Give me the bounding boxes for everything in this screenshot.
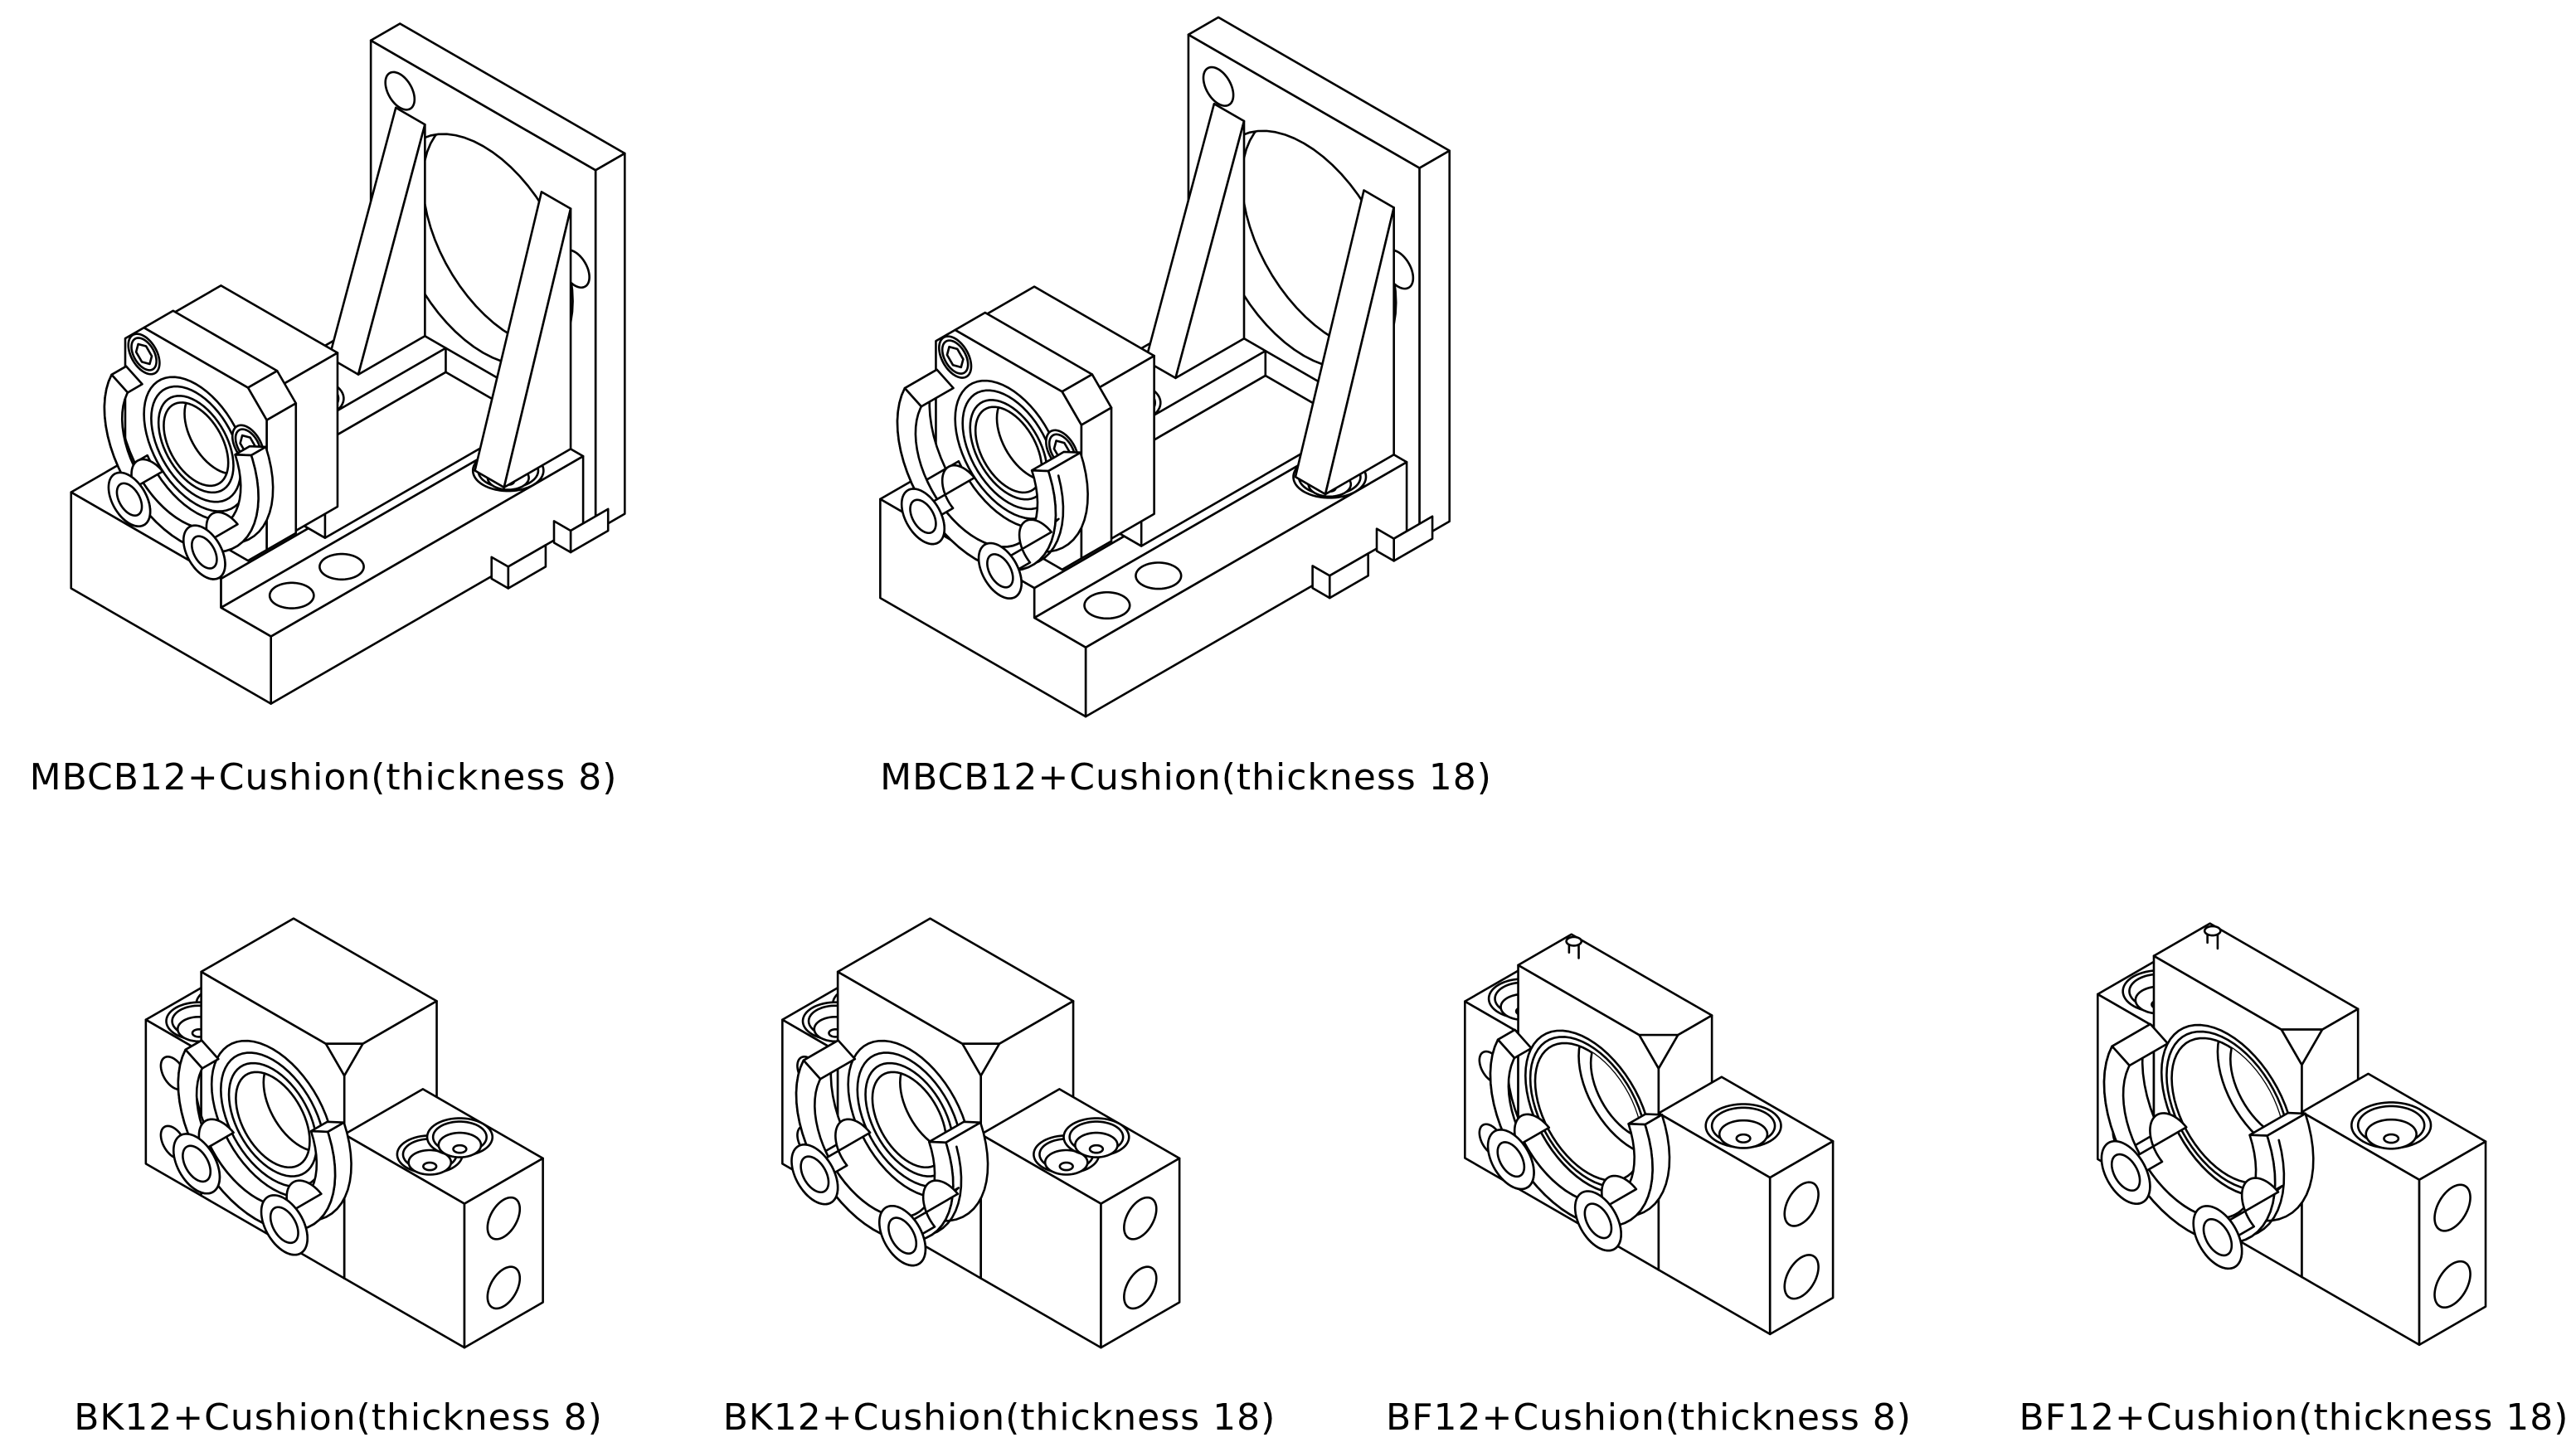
- figure-bk12-cushion-18: [749, 910, 1209, 1358]
- figure-mbcb12-cushion-8: [4, 12, 691, 718]
- isometric-drawing: [1454, 915, 1845, 1357]
- figure-caption: BF12+Cushion(thickness 8): [1386, 1396, 1912, 1439]
- figure-caption: BK12+Cushion(thickness 8): [74, 1396, 603, 1439]
- figure-caption: BK12+Cushion(thickness 18): [722, 1396, 1276, 1439]
- isometric-drawing: [4, 12, 691, 718]
- isometric-drawing: [126, 910, 559, 1358]
- figure-bf12-cushion-18: [2078, 915, 2507, 1357]
- isometric-drawing: [803, 5, 1526, 731]
- figure-caption: BF12+Cushion(thickness 18): [2019, 1396, 2569, 1439]
- isometric-drawing: [2078, 915, 2507, 1357]
- figure-bf12-cushion-8: [1454, 915, 1845, 1357]
- figure-caption: MBCB12+Cushion(thickness 18): [880, 756, 1492, 799]
- figure-bk12-cushion-8: [126, 910, 559, 1358]
- figure-mbcb12-cushion-18: [803, 5, 1526, 731]
- figure-caption: MBCB12+Cushion(thickness 8): [29, 756, 618, 799]
- isometric-drawing: [749, 910, 1209, 1358]
